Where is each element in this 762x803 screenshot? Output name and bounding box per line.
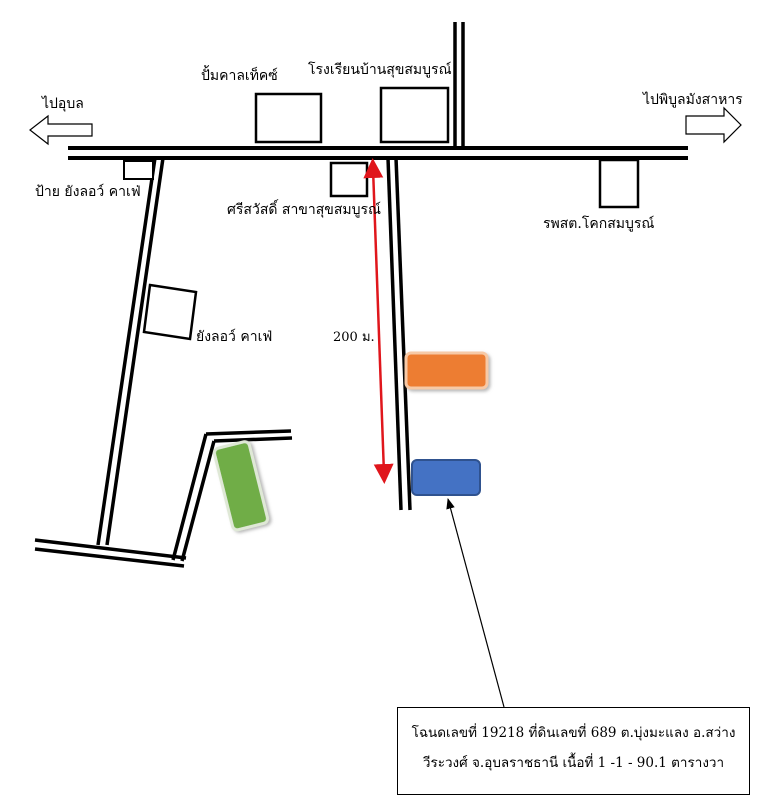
- hospital-building: [598, 158, 640, 209]
- petrol-station-building: [254, 92, 323, 144]
- hospital-label: รพสต.โคกสมบูรณ์: [543, 215, 654, 232]
- left-road: [96, 157, 165, 546]
- orange-plot: [404, 351, 489, 390]
- north-side-road: [453, 22, 465, 148]
- to-phibun-label: ไปพิบูลมังสาหาร: [642, 91, 743, 108]
- green-plot-road: [171, 429, 293, 562]
- school-building: [379, 86, 450, 144]
- cafe-label: ยังลอว์ คาเฟ่: [196, 328, 272, 345]
- blue-plot: [411, 459, 481, 496]
- cafe-sign-box: [123, 160, 154, 180]
- cafe-building: [142, 283, 198, 341]
- main-road: [68, 146, 688, 160]
- petrol-station-label: ปั้มคาลเท็คซ์: [201, 65, 278, 84]
- to-ubon-label: ไปอุบล: [41, 95, 84, 112]
- bottom-left-road: [34, 538, 187, 568]
- pointer-line: [446, 497, 505, 708]
- south-road: [386, 157, 412, 511]
- bank-building: [329, 161, 369, 198]
- green-plot: [212, 440, 270, 532]
- arrow-right-icon: [685, 106, 742, 144]
- school-label: โรงเรียนบ้านสุขสมบูรณ์: [308, 61, 452, 78]
- bank-label: ศรีสวัสดิ์ สาขาสุขสมบูรณ์: [227, 199, 381, 218]
- distance-arrow: [363, 158, 394, 484]
- land-deed-note: โฉนดเลขที่ 19218 ที่ดินเลขที่ 689 ต.บุ่ง…: [397, 707, 750, 795]
- note-line-2: วีระวงศ์ จ.อุบลราชธานี เนื้อที่ 1 -1 - 9…: [422, 755, 725, 771]
- arrow-left-icon: [29, 114, 93, 146]
- note-line-1: โฉนดเลขที่ 19218 ที่ดินเลขที่ 689 ต.บุ่ง…: [411, 725, 736, 741]
- distance-label: 200 ม.: [333, 330, 375, 345]
- cafe-sign-label: ป้าย ยังลอว์ คาเฟ่: [35, 183, 141, 200]
